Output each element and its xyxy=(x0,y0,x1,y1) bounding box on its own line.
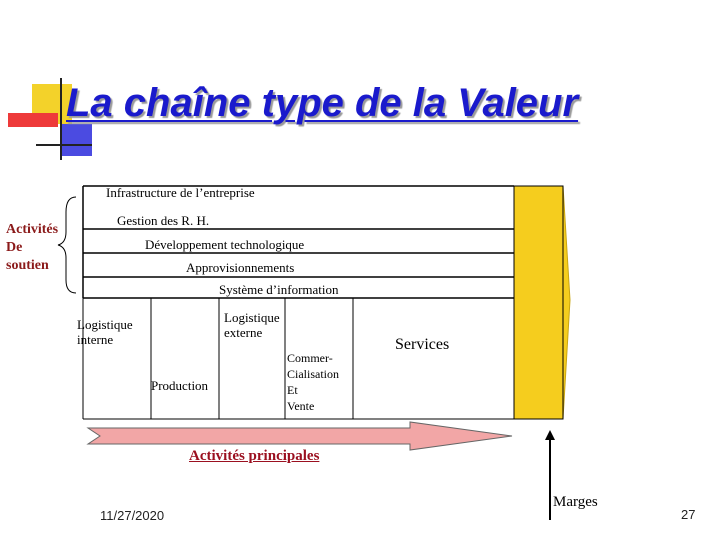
outbound-logistics-line: externe xyxy=(224,325,263,340)
page-title: La chaîne type de la Valeur xyxy=(66,81,579,125)
support-label-line: soutien xyxy=(6,258,49,273)
support-row-procurement: Approvisionnements xyxy=(186,260,295,275)
marketing-sales-label: Commer- Cialisation Et Vente xyxy=(287,350,339,414)
marketing-sales-line: Et xyxy=(287,383,298,397)
support-activities-label: Activités De soutien xyxy=(6,221,58,275)
primary-activities-label: Activités principales xyxy=(189,448,320,464)
support-brace xyxy=(57,196,77,294)
primary-arrow xyxy=(86,421,513,451)
margin-block xyxy=(513,185,571,420)
margin-block-outline xyxy=(513,185,564,420)
inbound-logistics-line: Logistique xyxy=(77,317,133,332)
support-row-hr: Gestion des R. H. xyxy=(117,213,210,228)
support-label-line: Activités xyxy=(6,222,59,237)
services-label: Services xyxy=(395,336,450,353)
outbound-logistics-line: Logistique xyxy=(224,310,280,325)
support-row-technology: Développement technologique xyxy=(145,237,305,252)
production-label: Production xyxy=(151,378,209,393)
logo-icon xyxy=(8,78,92,160)
logo-red-bar xyxy=(8,113,58,127)
support-row-information-system: Système d’information xyxy=(219,282,339,297)
marketing-sales-line: Cialisation xyxy=(287,367,339,381)
slide-number: 27 xyxy=(681,507,696,522)
marketing-sales-line: Commer- xyxy=(287,351,333,365)
support-row-infrastructure: Infrastructure de l’entreprise xyxy=(106,185,255,200)
marketing-sales-line: Vente xyxy=(287,399,315,413)
outbound-logistics-label: Logistique externe xyxy=(224,310,280,340)
inbound-logistics-line: interne xyxy=(77,332,114,347)
footer-date: 11/27/2020 xyxy=(100,508,165,523)
inbound-logistics-label: Logistique interne xyxy=(77,317,133,347)
margin-arrowhead-icon xyxy=(545,430,555,440)
logo-blue-square xyxy=(62,124,92,156)
support-label-line: De xyxy=(6,240,23,255)
margin-label: Marges xyxy=(553,494,598,510)
